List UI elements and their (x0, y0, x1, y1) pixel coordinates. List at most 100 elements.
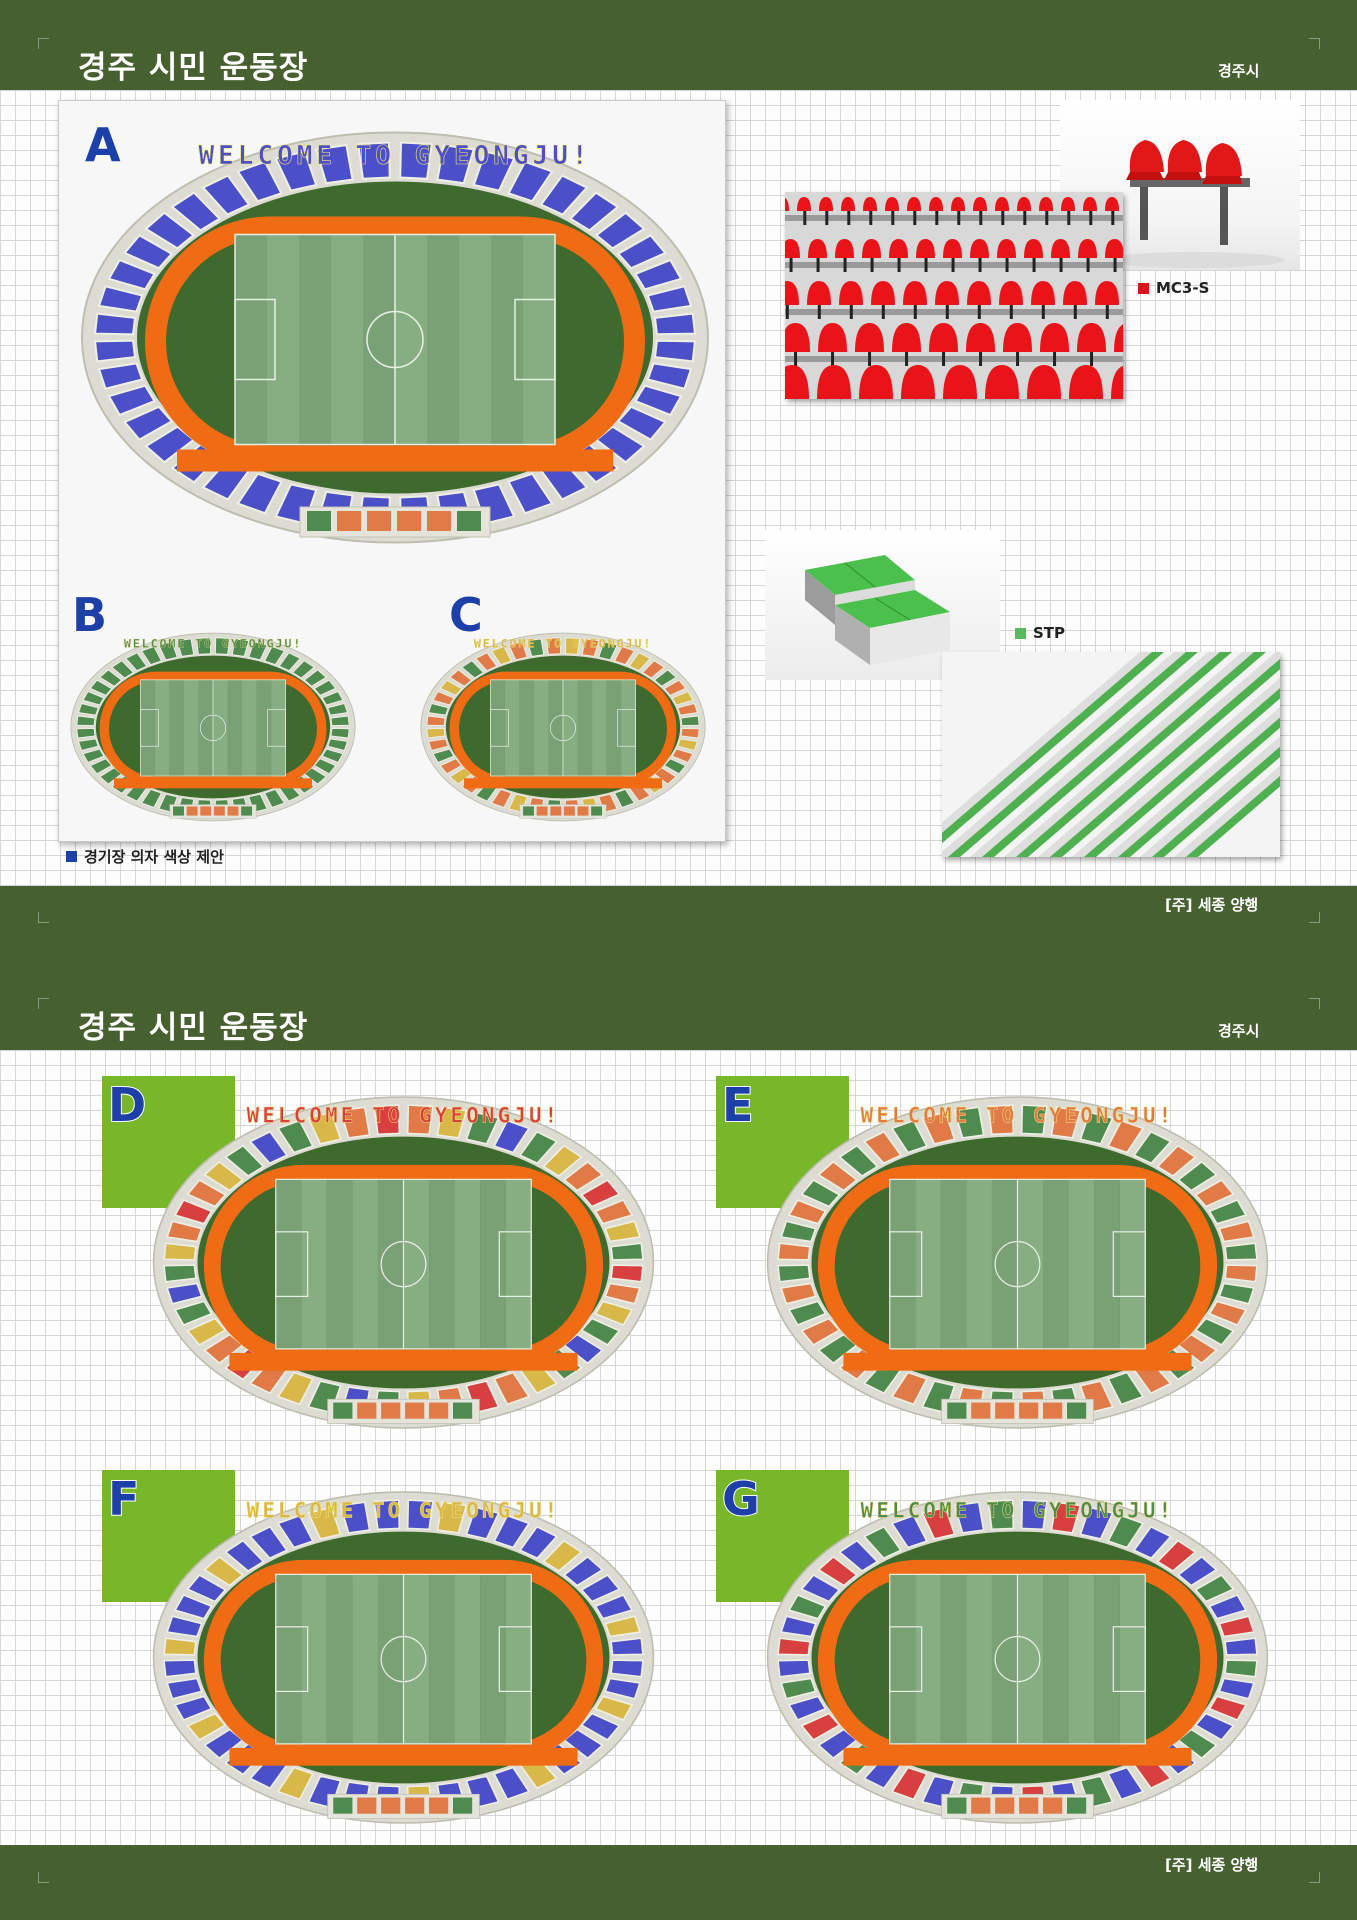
seat-leg (831, 352, 835, 366)
seat-block (653, 312, 697, 336)
pitch-stripe (271, 679, 286, 776)
main-stand-seats (307, 511, 331, 531)
seat-leg (881, 305, 885, 319)
green-step-seat (948, 652, 1198, 857)
seat-leg (942, 352, 946, 366)
pitch-stripe (395, 234, 427, 445)
seat-block (987, 1499, 1015, 1531)
seat-block (1132, 1525, 1173, 1560)
seat-block (1107, 1514, 1145, 1549)
seat-block (1218, 1282, 1255, 1305)
main-stand-seats (337, 511, 361, 531)
seat-block (97, 285, 144, 313)
red-seat (1114, 324, 1123, 352)
penalty-box (275, 1626, 309, 1693)
seat-block (439, 758, 463, 775)
main-stand-seats (577, 806, 589, 816)
page1-title: 경주 시민 운동장 (78, 50, 309, 86)
red-seat (967, 281, 991, 305)
center-circle (380, 1635, 427, 1683)
pitch-stripe (454, 1179, 481, 1349)
seat-block (140, 788, 163, 809)
stadium-plan-d: WELCOME TO GYEONGJU! (152, 1096, 655, 1429)
seat-block (236, 472, 283, 515)
seat-leg (1073, 305, 1077, 319)
seat-block (604, 1615, 641, 1638)
seat-block (339, 1501, 371, 1534)
seat-block (1156, 1539, 1197, 1572)
red-seat (943, 365, 977, 399)
proposal-caption-text: 경기장 의자 색상 제안 (84, 848, 224, 866)
pitch-stripe (429, 1179, 455, 1349)
seat-leg (1067, 211, 1071, 225)
pitch-stripe (299, 234, 331, 445)
page2-client: 경주시 (1218, 1022, 1260, 1040)
seat-block (800, 1712, 841, 1741)
main-stand-seats (381, 1402, 401, 1419)
penalty-box (1112, 1231, 1146, 1298)
seat-block (276, 1371, 314, 1406)
red-seat (889, 239, 908, 258)
seat-block (613, 645, 636, 666)
seat-block (1208, 1300, 1248, 1327)
red-seat (973, 197, 987, 211)
seat-block (449, 669, 473, 687)
pitch-stripe (454, 1574, 481, 1744)
main-stand-seats (971, 1402, 991, 1419)
seat-leg (1113, 258, 1117, 272)
red-seat (1078, 239, 1097, 258)
page1-header-band (0, 0, 1357, 90)
seat-block (406, 1499, 434, 1531)
seat-block (787, 1593, 827, 1620)
seat-block (653, 669, 677, 687)
seat-block (680, 727, 700, 739)
seat-block (580, 1317, 621, 1346)
mc3-s-caption: MC3-S (1138, 279, 1209, 297)
seat-block (787, 1300, 827, 1327)
pitch-stripe (1017, 1179, 1044, 1349)
mc3-s-stand-photo (785, 192, 1123, 399)
pitch-stripe (577, 679, 593, 776)
seat-block (107, 384, 157, 417)
seat-block (604, 1282, 641, 1305)
red-seat (797, 197, 811, 211)
pitch-stripe (326, 1574, 353, 1744)
step-seat-unit (805, 555, 950, 665)
seat-block (580, 1179, 621, 1208)
seat-block (236, 160, 283, 203)
seat-block (307, 1111, 342, 1145)
seat-block (276, 1514, 314, 1549)
pitch-stripe (889, 1179, 916, 1349)
pitch-stripe (377, 1574, 404, 1744)
pitch-stripe (592, 679, 607, 776)
seat-block (568, 191, 620, 232)
seat-leg (913, 305, 917, 319)
seat-block (493, 1371, 531, 1406)
seat-leg (913, 211, 917, 225)
seat-leg (945, 305, 949, 319)
seat-block (321, 748, 344, 764)
seat-block (817, 1333, 858, 1365)
seat-block (357, 141, 391, 180)
seat-block (303, 669, 327, 687)
seat-block (594, 1695, 634, 1722)
seat-block (426, 727, 446, 739)
seat-block (862, 1130, 903, 1165)
seat-block (890, 1371, 928, 1406)
pitch-stripe (490, 679, 505, 776)
step-shadow (1072, 677, 1280, 857)
seat-block (564, 637, 581, 655)
main-stand-seats (995, 1402, 1015, 1419)
seat-block (777, 1659, 811, 1678)
seat-block (616, 234, 667, 270)
pitch-stripe (1119, 1574, 1146, 1744)
red-seat (935, 281, 959, 305)
red-seat (1077, 323, 1106, 352)
red-seat (841, 197, 855, 211)
red-seat (785, 239, 800, 258)
seat-block (800, 1574, 841, 1603)
seat-leg (868, 352, 872, 366)
crop-mark (38, 912, 49, 923)
stp-product-photo (765, 530, 1000, 680)
seat-block (330, 715, 350, 727)
